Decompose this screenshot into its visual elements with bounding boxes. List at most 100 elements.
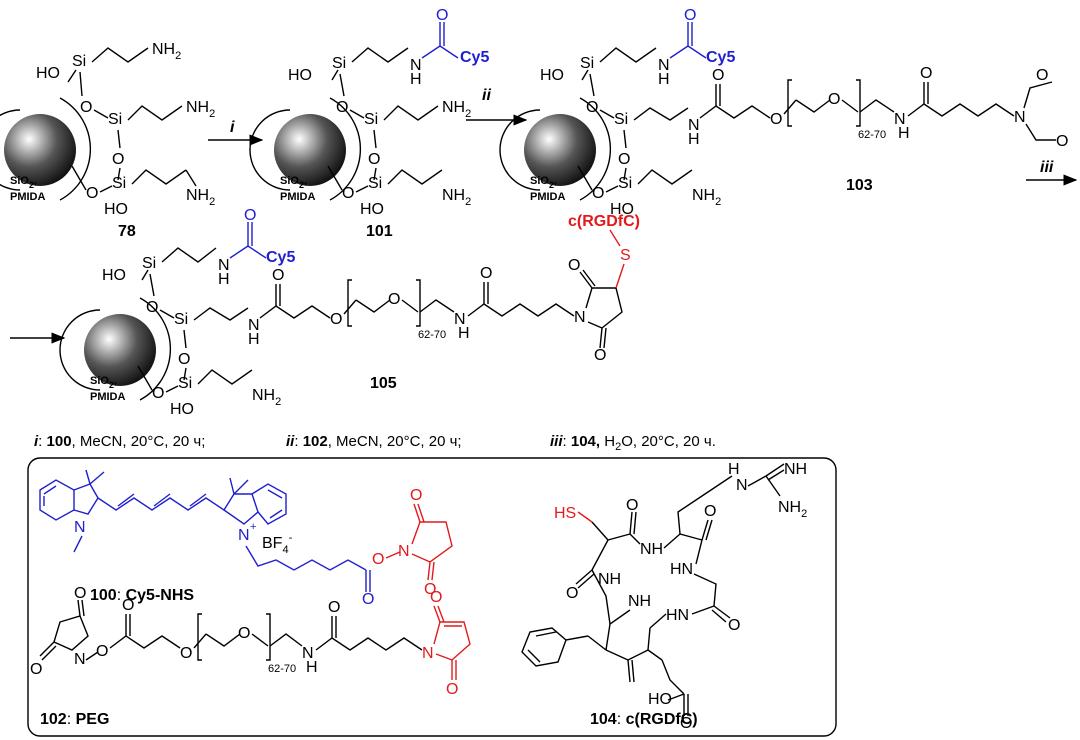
- condition-iii: iii: 104, H2O, 20°C, 20 ч.: [550, 433, 716, 453]
- atom-label: O: [770, 111, 782, 128]
- atom-label: HS: [554, 505, 576, 522]
- compound-102-label: 102: PEG: [40, 711, 109, 728]
- atom-label: NH2: [152, 41, 181, 62]
- structure-104: HS O NH H N NH NH2 O HN O HN O HO NH: [521, 461, 807, 732]
- cy5-label: Cy5: [706, 49, 735, 66]
- compound-number: 105: [370, 375, 397, 392]
- atom-label: O: [388, 291, 400, 308]
- atom-label: N: [248, 317, 260, 334]
- atom-label: N: [302, 645, 314, 662]
- atom-label: O: [1056, 133, 1068, 150]
- atom-label: O: [336, 99, 348, 116]
- atom-label: O: [368, 151, 380, 168]
- atom-label: HO: [540, 67, 564, 84]
- atom-label: N: [410, 57, 422, 74]
- atom-label: N: [218, 257, 230, 274]
- atom-label: O: [372, 551, 384, 568]
- atom-label: O: [568, 257, 580, 274]
- atom-label: O: [86, 185, 98, 202]
- silica-particle-icon: [524, 114, 596, 186]
- atom-label: O: [618, 151, 630, 168]
- cy5-label: Cy5: [266, 249, 295, 266]
- support-label: SiO2,: [90, 375, 117, 390]
- atom-label: O: [272, 267, 284, 284]
- atom-label: H: [306, 659, 318, 676]
- atom-label: O: [342, 185, 354, 202]
- atom-label: Si: [72, 53, 86, 70]
- reaction-conditions: i: 100, MeCN, 20°C, 20 ч; ii: 102, MeCN,…: [34, 433, 716, 453]
- support-label: PMIDA: [280, 191, 316, 203]
- atom-label: O: [594, 347, 606, 364]
- repeat-count: 62-70: [418, 329, 446, 341]
- atom-label: O: [112, 151, 124, 168]
- atom-label: Si: [108, 111, 122, 128]
- charge-label: +: [250, 521, 256, 533]
- reagents-box: [27, 457, 837, 737]
- atom-label: Si: [368, 175, 382, 192]
- structure-102: O O N O O O O 62-70 N H O N O O 102: PEG: [30, 585, 471, 728]
- atom-label: O: [566, 585, 578, 602]
- atom-label: HN: [670, 561, 693, 578]
- atom-label: O: [592, 185, 604, 202]
- atom-label: NH: [784, 461, 807, 478]
- atom-label: O: [480, 265, 492, 282]
- compound-101: HO Si N H O Cy5 O Si NH2 O O Si NH2 HO S…: [249, 7, 489, 240]
- atom-label: O: [238, 625, 250, 642]
- atom-label: H: [218, 271, 230, 288]
- cy5-label: Cy5: [460, 49, 489, 66]
- atom-label: O: [74, 585, 86, 602]
- compound-78: HO Si NH2 O Si NH2 O O Si NH2 HO SiO2, P…: [0, 41, 215, 240]
- silica-particle-icon: [274, 114, 346, 186]
- repeat-count: 62-70: [858, 129, 886, 141]
- atom-label: N: [238, 527, 250, 544]
- condition-ii: ii: 102, MeCN, 20°C, 20 ч;: [286, 433, 462, 450]
- atom-label: HO: [648, 691, 672, 708]
- atom-label: H: [458, 325, 470, 342]
- atom-label: O: [122, 597, 134, 614]
- atom-label: O: [680, 715, 692, 732]
- atom-label: HO: [102, 267, 126, 284]
- atom-label: O: [712, 67, 724, 84]
- atom-label: H: [410, 71, 422, 88]
- atom-label: O: [152, 385, 164, 402]
- atom-label: NH2: [186, 187, 215, 208]
- atom-label: O: [436, 7, 448, 24]
- atom-label: NH2: [252, 387, 281, 408]
- atom-label: O: [244, 207, 256, 224]
- compound-number: 103: [846, 177, 873, 194]
- arrow-label: iii: [1040, 159, 1054, 176]
- atom-label: H: [248, 331, 260, 348]
- atom-label: O: [146, 299, 158, 316]
- atom-label: HO: [170, 401, 194, 418]
- atom-label: Si: [178, 375, 192, 392]
- atom-label: H: [728, 461, 740, 478]
- atom-label: O: [704, 503, 716, 520]
- atom-label: O: [1036, 67, 1048, 84]
- atom-label: O: [410, 487, 422, 504]
- atom-label: N: [574, 309, 586, 326]
- particle-shell: [0, 109, 21, 191]
- atom-label: HO: [360, 201, 384, 218]
- atom-label: O: [180, 645, 192, 662]
- rgd-label: c(RGDfC): [568, 213, 640, 230]
- atom-label: Si: [364, 111, 378, 128]
- atom-label: Si: [614, 111, 628, 128]
- arrow-iii: iii: [1026, 159, 1078, 186]
- atom-label: NH2: [442, 187, 471, 208]
- atom-label: Si: [174, 311, 188, 328]
- atom-label: O: [626, 497, 638, 514]
- atom-label: N: [658, 57, 670, 74]
- atom-label: N: [422, 645, 434, 662]
- compound-number: 78: [118, 223, 136, 240]
- atom-label: N: [736, 477, 748, 494]
- atom-label: NH2: [692, 187, 721, 208]
- atom-label: N: [74, 651, 86, 668]
- arrow-label: ii: [482, 87, 491, 104]
- silica-particle-icon: [4, 114, 76, 186]
- counterion-label: BF4-: [262, 532, 293, 556]
- atom-label: O: [330, 311, 342, 328]
- atom-label: O: [728, 617, 740, 634]
- compound-number: 101: [366, 223, 393, 240]
- atom-label: O: [684, 7, 696, 24]
- atom-label: N: [688, 117, 700, 134]
